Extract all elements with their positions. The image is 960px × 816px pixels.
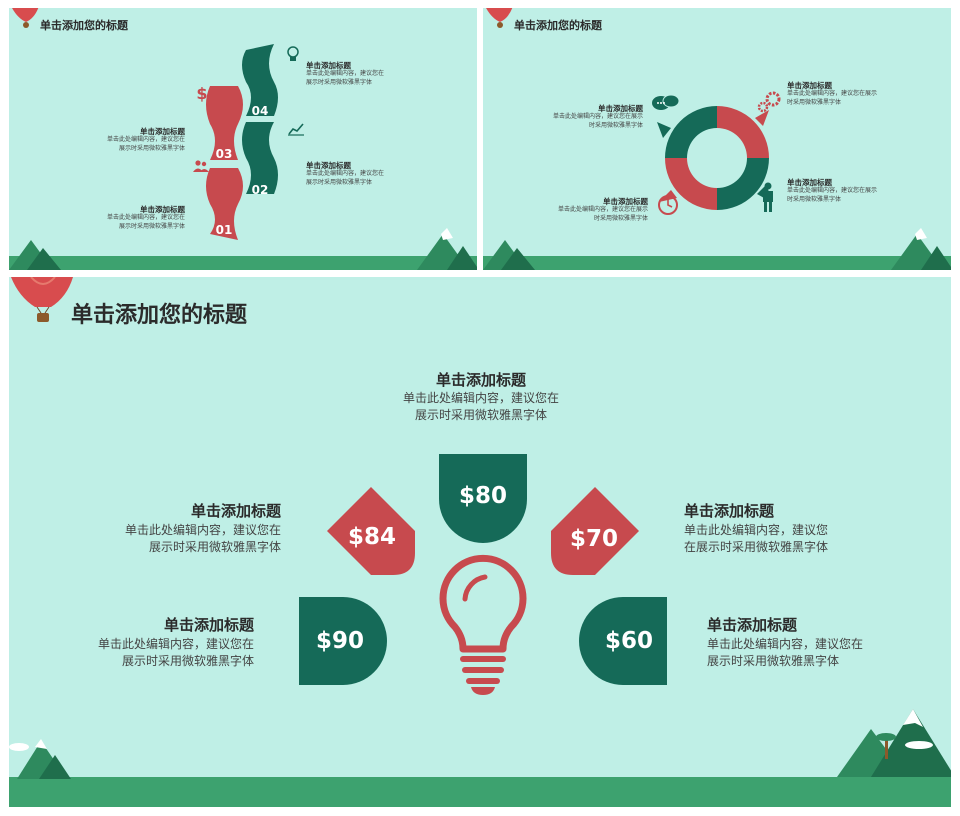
item-heading: 单击添加标题 [306,61,351,70]
dollar-icon: $ [196,84,207,103]
item-body: 单击此处编辑内容，建议您在 展示时采用微软雅黑字体 [306,70,385,86]
ribbon-step-03 [206,86,243,160]
chat-icon [652,94,680,110]
lightbulb-icon [287,46,299,61]
mountain-left-decoration [9,240,61,270]
clock-icon [658,195,678,215]
item-body: 单击此处编辑内容，建议您在 展示时采用微软雅黑字体 [124,523,281,555]
mountain-left-decoration [9,739,71,779]
item-heading: 单击添加标题 [140,127,185,136]
item-heading: 单击添加标题 [598,104,643,113]
price-shape-90 [299,597,387,685]
step-number-01: 01 [216,223,233,237]
step-number-03: 03 [216,147,233,161]
item-heading: 单击添加标题 [787,178,832,187]
lightbulb-icon [439,554,527,695]
item-heading: 单击添加标题 [190,502,281,520]
item-heading: 单击添加标题 [684,502,775,520]
price-label-90: $90 [316,628,364,654]
item-heading: 单击添加标题 [140,205,185,214]
price-shape-84 [327,487,415,575]
item-body: 单击此处编辑内容，建议您在展示 时采用微软雅黑字体 [787,90,878,106]
item-body: 单击此处编辑内容，建议您在 展示时采用微软雅黑字体 [106,214,185,230]
mountain-left-decoration [483,240,535,270]
slide-main-3[interactable]: 单击添加您的标题 单击添加标题 单击此处编辑内容，建议您在 展示时采用微软雅黑字… [9,277,951,807]
ground-strip [9,777,951,807]
price-label-84: $84 [348,524,396,550]
ribbon-step-04 [242,44,278,116]
slide-thumbnail-1[interactable]: 单击添加您的标题 04 03 02 01 $ 单击添加标题 单击此处编辑内容，建… [9,8,477,270]
step-number-04: 04 [252,104,269,118]
item-body: 单击此处编辑内容，建议您在展示 时采用微软雅黑字体 [787,187,878,203]
ground-strip [9,256,477,270]
item-body: 单击此处编辑内容，建议您在 展示时采用微软雅黑字体 [97,637,254,669]
item-heading: 单击添加标题 [603,197,648,206]
item-body: 单击此处编辑内容，建议您在 展示时采用微软雅黑字体 [306,170,385,186]
price-shape-60 [579,597,667,685]
price-label-60: $60 [605,628,653,654]
balloon-icon [12,8,39,28]
balloon-icon [486,8,513,28]
item-heading: 单击添加标题 [306,161,351,170]
slide-title: 单击添加您的标题 [71,303,248,328]
chart-icon [288,123,304,136]
ribbon-step-01 [206,168,243,240]
slide-thumbnail-2[interactable]: 单击添加您的标题 单击添加标题 单击此处编辑内容，建议您在展示 时采用微软雅黑字… [483,8,951,270]
ribbon-step-02 [242,122,278,194]
item-heading: 单击添加标题 [707,616,798,634]
price-shape-80 [439,454,527,543]
gears-icon [757,91,781,113]
item-heading: 单击添加标题 [163,616,254,634]
item-heading: 单击添加标题 [435,371,526,389]
item-body: 单击此处编辑内容，建议您在展示 时采用微软雅黑字体 [557,206,648,222]
person-icon [763,182,773,212]
item-heading: 单击添加标题 [787,81,832,90]
price-shapes-diagram: $80 $84 $70 $90 $60 [299,454,667,695]
ribbon-step-diagram: 04 03 02 01 [206,44,278,240]
item-body: 单击此处编辑内容，建议您在 展示时采用微软雅黑字体 [707,637,864,669]
item-body: 单击此处编辑内容，建议您 在展示时采用微软雅黑字体 [684,523,829,555]
ground-strip [483,256,951,270]
mountain-right-decoration [837,709,951,777]
step-number-02: 02 [252,183,269,197]
item-body: 单击此处编辑内容，建议您在 展示时采用微软雅黑字体 [106,136,185,152]
mountain-right-decoration [417,228,477,270]
svg-text:$: $ [196,84,207,103]
item-body: 单击此处编辑内容，建议您在 展示时采用微软雅黑字体 [402,391,559,423]
price-shape-70 [551,487,639,575]
price-label-80: $80 [459,483,507,509]
people-icon [193,160,209,172]
slide-title: 单击添加您的标题 [514,19,602,32]
price-label-70: $70 [570,526,618,552]
slide-title: 单击添加您的标题 [40,19,128,32]
mountain-right-decoration [891,228,951,270]
item-body: 单击此处编辑内容，建议您在展示 时采用微软雅黑字体 [552,113,643,129]
balloon-icon [11,277,73,322]
